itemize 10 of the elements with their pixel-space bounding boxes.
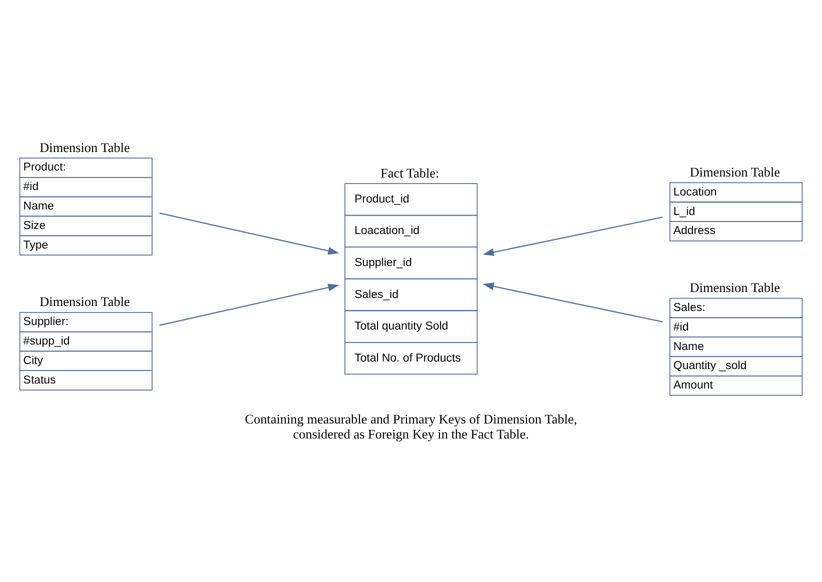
node-label: Dimension Table (40, 140, 130, 155)
node-label: Dimension Table (40, 294, 130, 310)
node-label: Fact Table: (380, 165, 440, 180)
arrow (159, 284, 340, 326)
node-label: Dimension Table (690, 164, 780, 180)
arrow (482, 216, 663, 256)
node-label: Dimension Table (690, 280, 780, 296)
arrow (159, 212, 340, 255)
arrow (482, 282, 663, 322)
label: Containing measurable and Primary Keys of Dimension Table, considered as Foreign Key in the Fact Table. (244, 412, 578, 442)
